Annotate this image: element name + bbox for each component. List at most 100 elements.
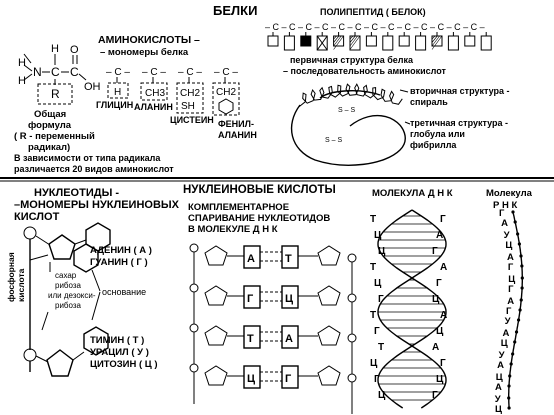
pair-sugar-ring [204,365,228,386]
complementary-pairing: КОМПЛЕМЕНТАРНОЕ СПАРИВАНИЕ НУКЛЕОТИДОВ В… [188,202,357,414]
dna-base-right: Г [440,358,446,369]
rna-nucleotide-dot [513,340,517,344]
residue-box [382,35,394,51]
rna-nucleotide-dot [517,242,521,246]
pair-base-left: Т [247,333,254,345]
cytosine-label: ЦИТОЗИН ( Ц ) [90,359,158,370]
atom-h2: H [18,75,26,87]
atom-oh: OH [84,81,101,93]
pair-base-right: Ц [285,293,293,305]
adenine-label: АДЕНИН ( А ) [90,245,152,256]
pair-base-left: Ц [247,373,255,385]
rna-nucleotide-dot [520,264,524,268]
sugar-ring-top [48,234,76,260]
rna-nucleotide-dot [520,276,524,280]
complementary-title-1: КОМПЛЕМЕНТАРНОЕ [188,202,289,213]
atom-o: O [70,44,79,56]
dna-base-right: А [432,342,439,353]
rna-title-2: Р Н К [493,200,517,211]
disulfide-bond-1: S – S [338,107,355,114]
pair-phosphate-icon [347,253,357,263]
aa3-name: ЦИСТЕИН [170,115,214,125]
complementary-title-2: СПАРИВАНИЕ НУКЛЕОТИДОВ [188,213,330,224]
polypeptide: ПОЛИПЕПТИД ( БЕЛОК) – C – C – C – C – C … [265,7,509,166]
amino-note-2: различается 20 видов аминокислот [14,164,174,174]
rna-base: У [505,316,511,327]
residue-box [398,35,410,47]
rna-base: Ц [508,274,515,285]
dna-base-right: Ц [436,326,444,337]
primary-structure-2: – последовательность аминокислот [283,66,447,76]
dna-base-right: Г [440,214,446,225]
base-label: основание [102,287,146,297]
pair-phosphate-icon [189,243,199,253]
rna-nucleotide-dot [513,220,517,224]
rna-base: Г [508,262,514,273]
rna-base: А [507,296,514,307]
rna-nucleotide-dot [511,352,515,356]
pair-sugar-ring [204,285,228,306]
residue-box [365,35,377,47]
aa3-radical-1: CH2 [180,88,200,99]
dna-base-left: Т [370,310,376,321]
residue-box [447,35,459,51]
base-box-right [281,285,299,309]
rna-title-1: Молекула [486,188,533,199]
secondary-structure-2: спираль [410,97,448,107]
pair-base-left: А [247,253,255,265]
atom-c2: C [70,65,79,79]
phosphate-icon-top [23,226,37,240]
base-box-left [243,325,261,349]
amino-acids-title: АМИНОКИСЛОТЫ – [98,34,200,46]
aa4-name-1: ФЕНИЛ- [218,119,254,129]
phosphate-label-2: кислота [16,268,26,302]
pair-sugar-ring [317,365,341,386]
base-box-left [243,245,261,269]
nucleic-acids-title: НУКЛЕИНОВЫЕ КИСЛОТЫ [183,184,336,196]
base-box-right [281,245,299,269]
rna-base: Г [499,208,505,219]
pair-sugar-ring [204,325,228,346]
rna-nucleotide-dot [507,384,511,388]
dna-base-left: Ц [378,390,386,401]
aa4-name-2: АЛАНИН [218,130,257,140]
rna-nucleotide-dot [520,286,524,290]
rna-nucleotide-dot [514,330,519,334]
rna-nucleotide-dot [508,374,512,378]
pair-phosphate-icon [189,283,199,293]
pair-phosphate-icon [347,333,357,343]
pair-sugar-ring [317,285,341,306]
rna-base: У [499,350,505,361]
rna-base: Г [508,284,514,295]
rna-nucleotide-dot [519,298,523,302]
residue-box [283,35,295,51]
dna-base-left: Ц [378,246,386,257]
pair-sugar-ring [317,245,341,266]
aa1-radical: H [114,87,121,98]
general-formula: H H N C H C O OH R Общая формула ( R - п… [14,43,101,153]
dna-title: МОЛЕКУЛА Д Н К [372,188,453,199]
amino-acids-subtitle: – мономеры белка [100,47,189,58]
pair-phosphate-icon [189,323,199,333]
dna-base-right: А [440,262,447,273]
aa2-backbone: – C – [142,67,166,78]
pyrimidine-ring [83,326,109,356]
pair-base-right: А [285,333,293,345]
disulfide-bond-2: S – S [325,137,342,144]
rna-nucleotide-dot [519,254,523,258]
rna-base: Г [506,306,512,317]
rna-base: У [504,230,510,241]
dna-base-right: А [440,310,447,321]
dna-base-right: Г [432,246,438,257]
pair-phosphate-icon [347,293,357,303]
formula-caption-2: формула [28,120,72,131]
benzene-ring-icon [218,98,234,115]
aa2-radical: CH3 [145,88,165,99]
thymine-label: ТИМИН ( Т ) [90,335,144,346]
formula-caption-3: ( R - переменный [14,131,95,142]
dna-base-left: Ц [374,230,382,241]
dna-base-left: Т [370,214,376,225]
